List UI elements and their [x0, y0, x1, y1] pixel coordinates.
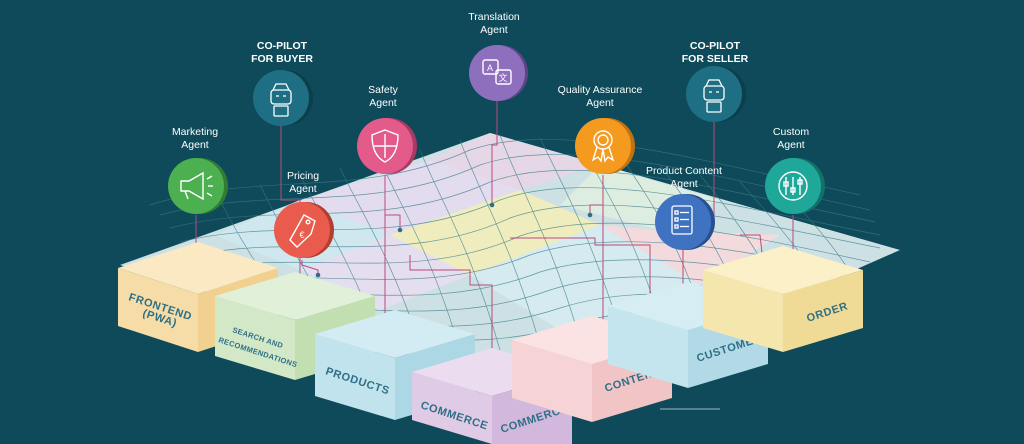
agent-safety: Safety Agent: [357, 84, 417, 174]
agent-label-buyer-2: FOR BUYER: [251, 53, 313, 65]
agent-product-content: Product Content Agent: [646, 165, 722, 250]
agent-label-content-2: Agent: [670, 178, 698, 190]
price-tag-icon: [289, 214, 316, 248]
agent-pricing: € Pricing Agent: [274, 170, 334, 258]
robot-icon: [270, 83, 292, 117]
megaphone-icon: [180, 171, 213, 201]
agent-label-marketing-1: Marketing: [172, 126, 218, 138]
translate-icon: [482, 59, 512, 85]
shield-icon: [371, 129, 399, 163]
agent-label-pricing-2: Agent: [289, 183, 317, 195]
agent-label-buyer-1: CO-PILOT: [257, 40, 308, 52]
translate-icon-glyph-b: 文: [498, 72, 507, 83]
block-order: ORDER: [703, 246, 863, 352]
agent-label-translation-2: Agent: [480, 24, 508, 36]
agent-label-qa-1: Quality Assurance: [558, 84, 643, 96]
agent-label-qa-2: Agent: [586, 97, 614, 109]
agent-copilot-seller: CO-PILOT FOR SELLER: [682, 40, 749, 122]
price-tag-icon-glyph: €: [299, 230, 304, 240]
translate-icon-glyph-a: A: [487, 63, 493, 73]
medal-icon: [591, 130, 615, 163]
agent-label-content-1: Product Content: [646, 165, 722, 177]
agent-label-translation-1: Translation: [468, 11, 520, 23]
robot-icon: [703, 79, 725, 113]
sliders-icon: [778, 171, 808, 201]
agent-label-seller-2: FOR SELLER: [682, 53, 749, 65]
agent-translation: A 文 Translation Agent: [468, 11, 528, 101]
document-list-icon: [671, 205, 693, 235]
agent-marketing: Marketing Agent: [168, 126, 228, 214]
agent-quality-assurance: Quality Assurance Agent: [558, 84, 643, 174]
agent-label-custom-1: Custom: [773, 126, 809, 138]
agent-label-custom-2: Agent: [777, 139, 805, 151]
agent-custom: Custom Agent: [765, 126, 825, 214]
connector-lines: [195, 100, 794, 370]
agent-label-safety-1: Safety: [368, 84, 399, 96]
agent-label-pricing-1: Pricing: [287, 170, 319, 182]
agent-label-seller-1: CO-PILOT: [690, 40, 741, 52]
agent-label-marketing-2: Agent: [181, 139, 209, 151]
agent-copilot-buyer: CO-PILOT FOR BUYER: [251, 40, 313, 126]
agent-label-safety-2: Agent: [369, 97, 397, 109]
